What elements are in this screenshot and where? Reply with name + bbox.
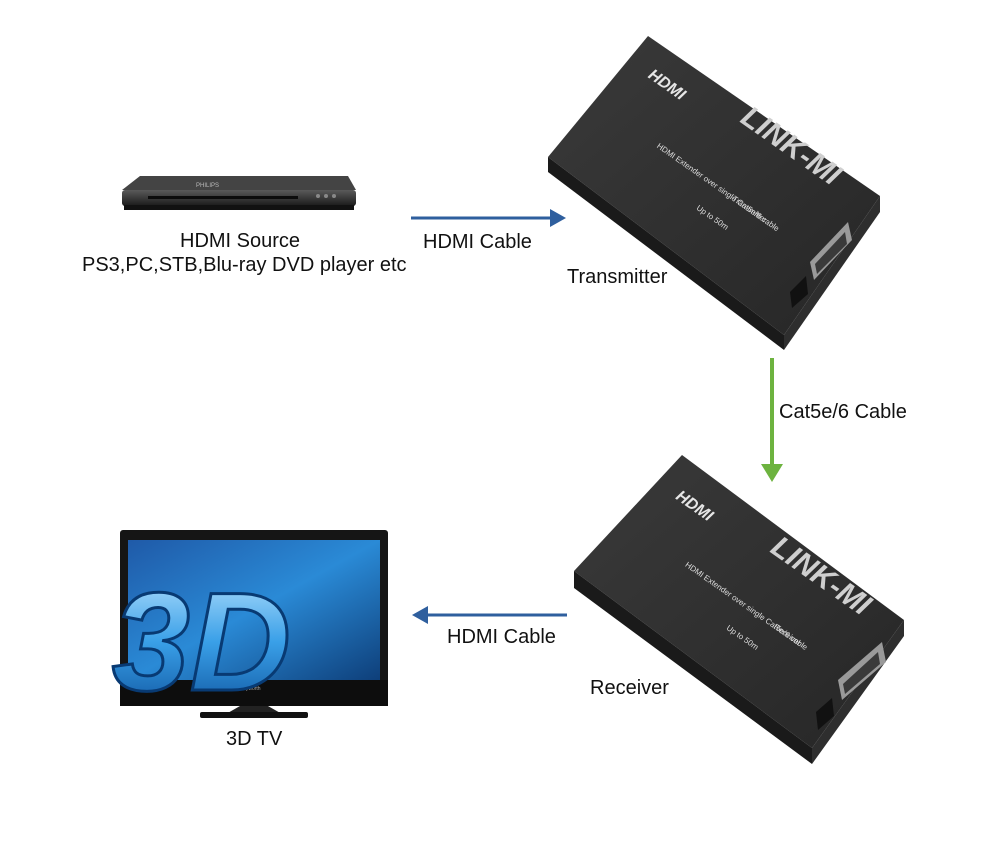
- cat-cable-arrow: [761, 358, 783, 482]
- hdmi-arrow-bottom: [412, 606, 567, 624]
- transmitter-box: HDMI LINK-MI HDMI Extender over single C…: [548, 36, 880, 350]
- tv-3d-logo-text: 3D: [112, 563, 291, 720]
- transmitter-caption: Transmitter: [567, 266, 668, 288]
- tv: Skyworth 3D: [111, 530, 388, 722]
- hdmi-cable-label-bottom: HDMI Cable: [447, 626, 556, 648]
- cat-cable-label: Cat5e/6 Cable: [779, 401, 907, 423]
- tv-brand: Skyworth: [240, 686, 261, 692]
- receiver-caption: Receiver: [590, 677, 669, 699]
- source-label-line1: HDMI Source: [180, 230, 301, 252]
- tv-caption: 3D TV: [226, 728, 283, 750]
- dvd-brand: PHILIPS: [196, 183, 219, 189]
- source-label-line2: PS3,PC,STB,Blu-ray DVD player etc: [82, 254, 407, 276]
- hdmi-cable-label-top: HDMI Cable: [423, 231, 532, 253]
- tv-3d-logo: 3D: [111, 562, 293, 722]
- dvd-player: PHILIPS: [122, 176, 356, 210]
- hdmi-arrow-top: [411, 209, 566, 227]
- receiver-box: HDMI LINK-MI HDMI Extender over single C…: [574, 455, 904, 764]
